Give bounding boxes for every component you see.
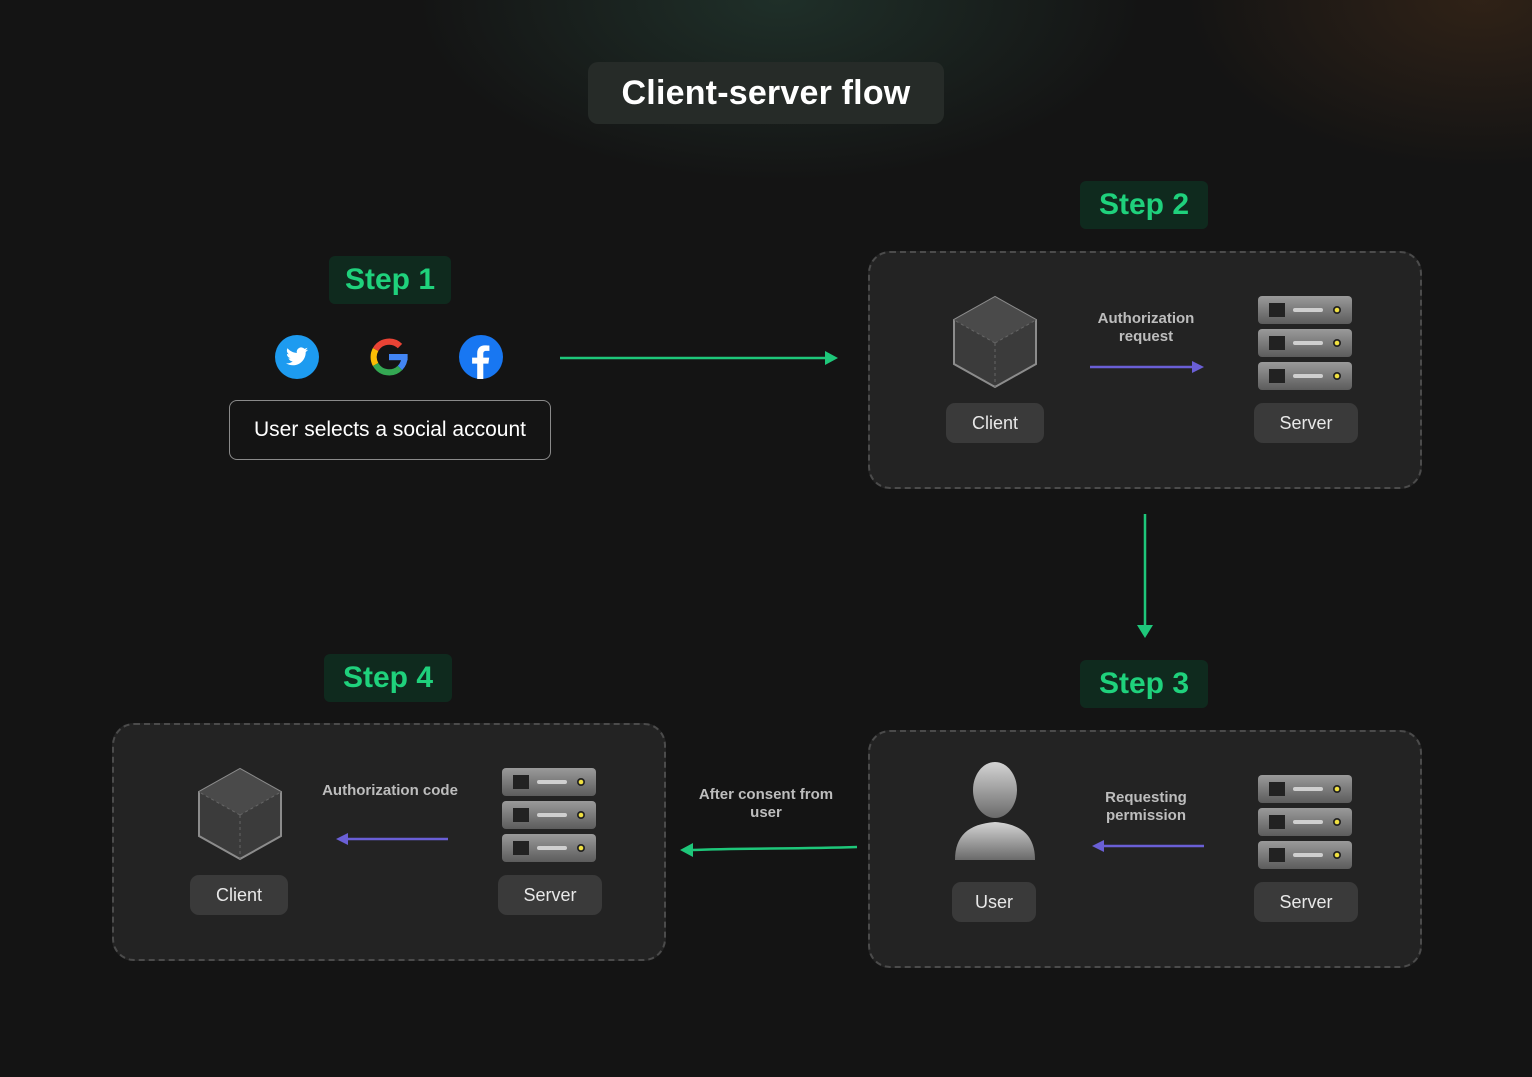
google-icon	[370, 338, 408, 376]
server-rack-icon	[502, 768, 596, 862]
requesting-permission-arrow	[1092, 840, 1204, 852]
user-chip: User	[952, 882, 1036, 922]
user-avatar-icon	[955, 762, 1035, 860]
connector-arrow-step3-to-step4	[680, 843, 858, 857]
diagram-title: Client-server flow	[588, 62, 944, 124]
server-rack-icon	[1258, 296, 1352, 390]
client-chip: Client	[946, 403, 1044, 443]
requesting-permission-note: Requesting permission	[1105, 789, 1187, 824]
server-chip: Server	[1254, 403, 1358, 443]
step-3-panel: User Requesting permission	[868, 730, 1422, 968]
client-cube-icon	[953, 295, 1037, 389]
twitter-icon	[275, 335, 319, 379]
server-rack-icon	[1258, 775, 1352, 869]
client-chip: Client	[190, 875, 288, 915]
step-2-panel: Client Authorization request	[868, 251, 1422, 489]
social-account-caption: User selects a social account	[229, 400, 551, 460]
after-consent-note: After consent from user	[698, 786, 834, 821]
authorization-request-note: Authorization request	[1097, 310, 1195, 345]
authorization-code-note: Authorization code	[322, 782, 458, 799]
facebook-icon	[459, 335, 503, 379]
step-3-label: Step 3	[1080, 660, 1208, 708]
authorization-code-arrow	[336, 833, 448, 845]
step-2-label: Step 2	[1080, 181, 1208, 229]
step-4-label: Step 4	[324, 654, 452, 702]
server-chip: Server	[498, 875, 602, 915]
authorization-request-arrow	[1090, 361, 1204, 373]
connector-arrow-step2-to-step3	[1137, 514, 1153, 638]
client-cube-icon	[198, 767, 282, 861]
step-4-panel: Client Authorization code	[112, 723, 666, 961]
connector-arrow-step1-to-step2	[560, 351, 838, 365]
step-1-label: Step 1	[329, 256, 451, 304]
server-chip: Server	[1254, 882, 1358, 922]
